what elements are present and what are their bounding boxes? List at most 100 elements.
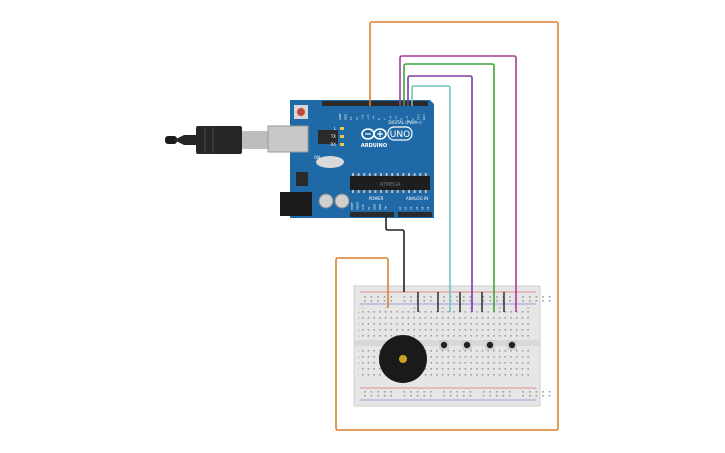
breadboard-hole[interactable] <box>383 296 386 298</box>
breadboard-hole[interactable] <box>527 368 529 370</box>
breadboard-hole[interactable] <box>396 317 398 319</box>
breadboard-hole[interactable] <box>441 374 444 376</box>
breadboard-hole[interactable] <box>521 317 524 319</box>
breadboard-hole[interactable] <box>510 323 512 325</box>
breadboard-hole[interactable] <box>489 395 491 397</box>
breadboard-hole[interactable] <box>463 296 465 298</box>
breadboard-hole[interactable] <box>423 391 425 393</box>
breadboard-hole[interactable] <box>453 374 455 376</box>
breadboard-hole[interactable] <box>410 296 412 298</box>
breadboard-hole[interactable] <box>407 311 410 313</box>
breadboard-hole[interactable] <box>481 356 484 358</box>
breadboard-hole[interactable] <box>401 311 404 313</box>
breadboard-hole[interactable] <box>529 296 531 298</box>
breadboard-hole[interactable] <box>522 395 524 397</box>
breadboard-hole[interactable] <box>464 374 467 376</box>
breadboard-hole[interactable] <box>535 300 538 302</box>
breadboard-hole[interactable] <box>482 395 485 397</box>
breadboard-hole[interactable] <box>390 391 392 393</box>
breadboard-hole[interactable] <box>498 317 501 319</box>
breadboard-hole[interactable] <box>453 335 455 337</box>
breadboard-hole[interactable] <box>458 368 461 370</box>
breadboard-hole[interactable] <box>379 311 381 313</box>
breadboard-hole[interactable] <box>504 323 507 325</box>
breadboard-hole[interactable] <box>476 374 478 376</box>
breadboard-hole[interactable] <box>515 335 518 337</box>
breadboard-hole[interactable] <box>396 329 398 331</box>
breadboard-hole[interactable] <box>362 362 364 364</box>
breadboard-hole[interactable] <box>464 317 467 319</box>
breadboard-hole[interactable] <box>436 350 438 352</box>
breadboard-hole[interactable] <box>527 311 529 313</box>
breadboard-hole[interactable] <box>370 296 373 298</box>
breadboard-hole[interactable] <box>424 311 427 313</box>
breadboard-hole[interactable] <box>447 311 450 313</box>
breadboard-hole[interactable] <box>522 300 524 302</box>
breadboard-hole[interactable] <box>527 362 529 364</box>
breadboard-hole[interactable] <box>521 323 524 325</box>
breadboard-hole[interactable] <box>522 391 524 393</box>
usb-cable[interactable] <box>165 126 270 154</box>
breadboard-hole[interactable] <box>390 300 392 302</box>
breadboard-hole[interactable] <box>364 296 366 298</box>
breadboard-hole[interactable] <box>370 395 373 397</box>
breadboard-hole[interactable] <box>510 368 512 370</box>
breadboard-hole[interactable] <box>493 350 495 352</box>
breadboard-hole[interactable] <box>377 296 379 298</box>
breadboard-hole[interactable] <box>443 296 445 298</box>
breadboard-hole[interactable] <box>423 395 425 397</box>
breadboard-hole[interactable] <box>407 323 410 325</box>
breadboard-hole[interactable] <box>410 391 412 393</box>
breadboard-hole[interactable] <box>487 335 489 337</box>
breadboard-hole[interactable] <box>447 335 450 337</box>
breadboard-hole[interactable] <box>458 350 461 352</box>
breadboard-hole[interactable] <box>521 362 524 364</box>
breadboard-hole[interactable] <box>535 391 538 393</box>
breadboard-hole[interactable] <box>403 296 406 298</box>
breadboard-hole[interactable] <box>407 329 410 331</box>
breadboard-hole[interactable] <box>470 362 472 364</box>
breadboard-hole[interactable] <box>419 335 421 337</box>
breadboard-hole[interactable] <box>441 323 444 325</box>
breadboard-hole[interactable] <box>424 335 427 337</box>
breadboard-hole[interactable] <box>489 300 491 302</box>
breadboard-hole[interactable] <box>470 323 472 325</box>
breadboard-hole[interactable] <box>367 329 370 331</box>
breadboard-hole[interactable] <box>548 296 551 298</box>
breadboard-hole[interactable] <box>458 323 461 325</box>
analog-header[interactable] <box>398 212 432 217</box>
breadboard-hole[interactable] <box>487 368 489 370</box>
gnd-wire[interactable] <box>385 217 405 292</box>
breadboard-hole[interactable] <box>441 329 444 331</box>
breadboard-hole[interactable] <box>470 335 472 337</box>
breadboard-hole[interactable] <box>498 362 501 364</box>
breadboard-hole[interactable] <box>498 350 501 352</box>
breadboard-hole[interactable] <box>487 350 489 352</box>
breadboard-hole[interactable] <box>390 296 392 298</box>
breadboard-hole[interactable] <box>515 329 518 331</box>
breadboard-hole[interactable] <box>384 323 387 325</box>
breadboard-hole[interactable] <box>453 356 455 358</box>
breadboard-hole[interactable] <box>509 395 511 397</box>
breadboard-hole[interactable] <box>529 391 531 393</box>
breadboard-hole[interactable] <box>419 317 421 319</box>
breadboard-hole[interactable] <box>441 368 444 370</box>
breadboard-hole[interactable] <box>548 395 551 397</box>
breadboard-hole[interactable] <box>498 335 501 337</box>
breadboard-hole[interactable] <box>548 391 551 393</box>
breadboard-hole[interactable] <box>367 311 370 313</box>
breadboard-hole[interactable] <box>504 356 507 358</box>
breadboard-hole[interactable] <box>447 362 450 364</box>
breadboard-hole[interactable] <box>441 350 444 352</box>
breadboard-hole[interactable] <box>464 323 467 325</box>
piezo-buzzer[interactable] <box>379 335 427 383</box>
breadboard-hole[interactable] <box>481 362 484 364</box>
breadboard-hole[interactable] <box>453 350 455 352</box>
breadboard-hole[interactable] <box>416 395 419 397</box>
breadboard-hole[interactable] <box>498 368 501 370</box>
breadboard-hole[interactable] <box>463 395 465 397</box>
breadboard-hole[interactable] <box>441 362 444 364</box>
breadboard-hole[interactable] <box>430 374 432 376</box>
breadboard-hole[interactable] <box>416 391 419 393</box>
breadboard-hole[interactable] <box>453 368 455 370</box>
